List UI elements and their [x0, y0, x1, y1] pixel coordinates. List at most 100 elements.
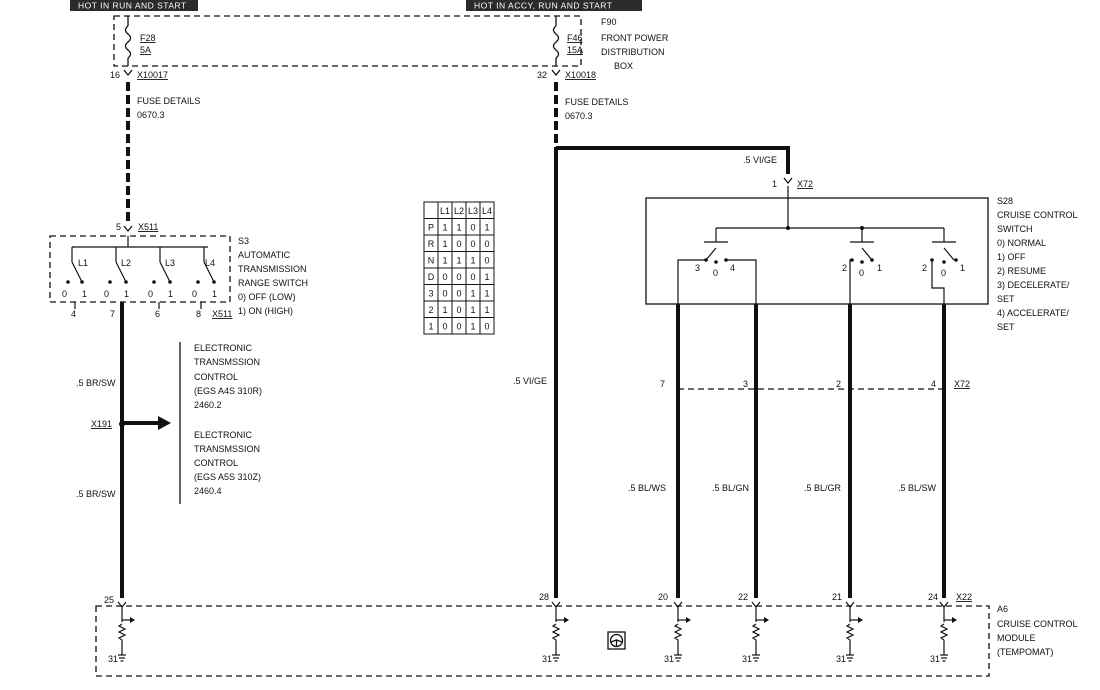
- table-value: 0: [456, 322, 461, 332]
- s3-contact-l2: L2 0 1 7: [104, 247, 131, 319]
- table-value: 1: [442, 239, 447, 249]
- table-value: 1: [470, 289, 475, 299]
- s28-line-1: CRUISE CONTROL: [997, 210, 1078, 220]
- a6-line-2: MODULE: [997, 633, 1036, 643]
- s3-l1-zero: 0: [62, 289, 67, 299]
- s28-line-7: SET: [997, 294, 1015, 304]
- table-value: 0: [484, 239, 489, 249]
- s3-pin-6: 6: [155, 309, 160, 319]
- table-value: 0: [442, 272, 447, 282]
- ground-label: 31: [930, 654, 940, 664]
- fuse-f46-id: F46: [567, 33, 583, 43]
- s3-conn-top: X511: [138, 222, 158, 232]
- fuse-f46-rating: 15A: [567, 45, 583, 55]
- table-value: 2: [428, 305, 433, 315]
- table-value: N: [428, 256, 435, 266]
- x72-conn: X72: [954, 379, 970, 389]
- s3-l2-zero: 0: [104, 289, 109, 299]
- wire-label-bl-gr: .5 BL/GR: [804, 483, 842, 493]
- a6-input-circuit: 31: [542, 601, 569, 664]
- wire-branch-s28: [556, 146, 790, 174]
- a6-input-circuit: 31: [108, 601, 135, 664]
- fuse-box-line-3: BOX: [614, 61, 633, 71]
- s3-contact-l1: L1 0 1 4: [62, 247, 88, 319]
- x72-pin-3: 3: [743, 379, 748, 389]
- a6-pin-25: 25: [104, 595, 114, 605]
- ground-label: 31: [542, 654, 552, 664]
- a6-pin-24: 24: [928, 592, 938, 602]
- a6-pin-28: 28: [539, 592, 549, 602]
- a6-pin-22: 22: [738, 592, 748, 602]
- s3-line-5: 1) ON (HIGH): [238, 306, 293, 316]
- fuse-f28-rating: 5A: [140, 45, 151, 55]
- table-value: 0: [484, 256, 489, 266]
- a6-id: A6: [997, 604, 1008, 614]
- egs2-line-2: TRANSMSSION: [194, 444, 260, 454]
- fuse-f28-id: F28: [140, 33, 156, 43]
- egs1-line-4: (EGS A4S 310R): [194, 386, 262, 396]
- table-value: 0: [456, 239, 461, 249]
- x191-arrow-head: [158, 416, 171, 430]
- splice-x191-point: [119, 421, 125, 427]
- wire-label-bl-sw: .5 BL/SW: [898, 483, 937, 493]
- a6-input-circuit: 31: [836, 601, 863, 664]
- s28-line-9: SET: [997, 322, 1015, 332]
- table-value: 0: [456, 272, 461, 282]
- fuse-box-line-1: FRONT POWER: [601, 33, 669, 43]
- fuse-box-id: F90: [601, 17, 617, 27]
- fuse-details-right-2: 0670.3: [565, 111, 593, 121]
- connector-x10018-mark: [551, 69, 561, 77]
- a6-input-circuit: 31: [664, 601, 691, 664]
- egs2-line-3: CONTROL: [194, 458, 238, 468]
- table-value: D: [428, 272, 435, 282]
- table-value: 1: [442, 256, 447, 266]
- s28-line-5: 2) RESUME: [997, 266, 1046, 276]
- a6-conn: X22: [956, 592, 972, 602]
- table-value: 1: [484, 289, 489, 299]
- table-value: 1: [470, 322, 475, 332]
- s28-pin-top: 1: [772, 179, 777, 189]
- switch-s28: 1 X72 3 0 4 2 0 1 2 0 1 S28: [645, 177, 1078, 332]
- wire-label-br-sw-top: .5 BR/SW: [76, 378, 116, 388]
- table-value: 1: [484, 223, 489, 233]
- s28-sw1-left: 3: [695, 263, 700, 273]
- s3-l2-one: 1: [124, 289, 129, 299]
- x72-pin-4: 4: [931, 379, 936, 389]
- s3-l1-label: L1: [78, 258, 88, 268]
- table-value: 1: [442, 223, 447, 233]
- table-value: 1: [456, 256, 461, 266]
- s3-l4-zero: 0: [192, 289, 197, 299]
- table-header: L2: [454, 206, 464, 216]
- s3-pin-8: 8: [196, 309, 201, 319]
- conn-x10017: X10017: [137, 70, 168, 80]
- banner-right-text: HOT IN ACCY, RUN AND START: [474, 1, 612, 11]
- fuse-details-left-2: 0670.3: [137, 110, 165, 120]
- banner-left-text: HOT IN RUN AND START: [78, 1, 187, 11]
- s3-l3-one: 1: [168, 289, 173, 299]
- s3-pin-4: 4: [71, 309, 76, 319]
- table-value: R: [428, 239, 435, 249]
- s3-l3-zero: 0: [148, 289, 153, 299]
- table-header: L4: [482, 206, 492, 216]
- fuse-box-line-2: DISTRIBUTION: [601, 47, 665, 57]
- table-value: 3: [428, 289, 433, 299]
- s3-line-4: 0) OFF (LOW): [238, 292, 296, 302]
- s28-sw2-right: 1: [877, 263, 882, 273]
- egs-block-2: ELECTRONIC TRANSMSSION CONTROL (EGS A5S …: [194, 430, 261, 496]
- table-value: 0: [442, 322, 447, 332]
- s28-line-4: 1) OFF: [997, 252, 1026, 262]
- egs1-line-3: CONTROL: [194, 372, 238, 382]
- table-value: 0: [484, 322, 489, 332]
- s3-l4-label: L4: [205, 258, 215, 268]
- fuse-box-f90: F28 5A F46 15A F90 FRONT POWER DISTRIBUT…: [113, 15, 669, 71]
- pin-16: 16: [110, 70, 120, 80]
- egs1-line-2: TRANSMSSION: [194, 357, 260, 367]
- egs1-line-1: ELECTRONIC: [194, 343, 253, 353]
- s28-sw2-mid: 0: [859, 268, 864, 278]
- table-value: 1: [470, 256, 475, 266]
- s3-contact-l3: L3 0 1 6: [148, 247, 175, 319]
- s3-l3-label: L3: [165, 258, 175, 268]
- ground-label: 31: [108, 654, 118, 664]
